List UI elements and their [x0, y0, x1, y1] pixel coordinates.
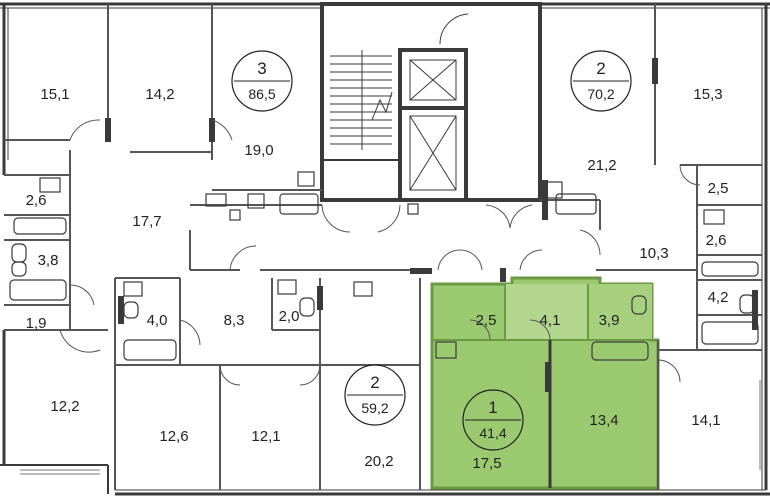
- highlighted-hall: [505, 284, 597, 340]
- toilet-icon: [229, 209, 241, 221]
- room-area: 13,4: [589, 412, 618, 429]
- door-swings: [59, 119, 701, 386]
- room-area: 4,1: [540, 312, 561, 329]
- fixtures: [9, 171, 759, 361]
- room-area: 1,9: [26, 315, 47, 332]
- bathtub-icon: [123, 339, 177, 361]
- toilet-icon: [299, 297, 315, 317]
- bathtub-icon: [701, 321, 759, 345]
- room-area: 17,7: [132, 213, 161, 230]
- unit-total-area: 86,5: [248, 86, 275, 102]
- thick-wall-segments: [105, 58, 758, 392]
- washer-icon: [247, 193, 265, 209]
- room-area: 15,3: [693, 86, 722, 103]
- bathtub-icon: [279, 193, 319, 215]
- unit-rooms-label: 2: [370, 373, 379, 392]
- room-area: 19,0: [244, 142, 273, 159]
- room-area: 2,6: [26, 192, 47, 209]
- toilet-icon: [11, 261, 27, 277]
- bathtub-icon: [591, 341, 649, 361]
- room-area: 3,9: [599, 312, 620, 329]
- bathtub-icon: [9, 279, 67, 301]
- unit-total-area: 59,2: [361, 400, 388, 416]
- room-area: 10,3: [639, 245, 668, 262]
- sink-icon: [277, 279, 297, 295]
- unit-badge-3[interactable]: 3 86,5: [231, 50, 293, 112]
- sink-icon: [297, 171, 315, 187]
- room-area: 4,0: [147, 312, 168, 329]
- bathtub-icon: [701, 261, 759, 277]
- room-area: 3,8: [38, 252, 59, 269]
- unit-total-area: 70,2: [587, 86, 614, 102]
- room-area: 14,1: [691, 412, 720, 429]
- sink-icon: [123, 281, 143, 297]
- elevator-icon: [409, 59, 457, 191]
- room-area: 12,6: [159, 428, 188, 445]
- washer-icon: [205, 193, 227, 207]
- room-area: 2,5: [708, 180, 729, 197]
- room-area: 17,5: [472, 455, 501, 472]
- room-area: 15,1: [40, 86, 69, 103]
- room-area: 2,0: [279, 308, 300, 325]
- sink-icon: [353, 281, 373, 297]
- room-area: 12,2: [50, 398, 79, 415]
- room-area: 21,2: [587, 157, 616, 174]
- toilet-icon: [631, 295, 647, 315]
- toilet-icon: [407, 203, 419, 215]
- room-area: 20,2: [364, 453, 393, 470]
- unit-total-area: 41,4: [479, 425, 506, 441]
- interior-walls: [4, 4, 762, 490]
- toilet-icon: [123, 301, 139, 319]
- room-area: 4,2: [708, 289, 729, 306]
- unit-badge-2-bottom[interactable]: 2 59,2: [344, 364, 406, 426]
- unit-badges: 3 86,5 2 70,2 2 59,2 1 41,4: [231, 50, 632, 451]
- unit-badge-1[interactable]: 1 41,4: [462, 389, 524, 451]
- room-area: 2,5: [476, 312, 497, 329]
- room-area: 2,6: [706, 232, 727, 249]
- door-swing: [439, 13, 469, 45]
- stair-core: [320, 2, 542, 202]
- sink-icon: [703, 209, 725, 225]
- sink-icon: [435, 341, 457, 359]
- toilet-icon: [739, 294, 755, 314]
- toilet-icon: [11, 243, 27, 263]
- room-labels: 15,1 14,2 19,0 21,2 15,3 2,6 17,7 3,8 1,…: [26, 86, 729, 472]
- room-area: 12,1: [251, 428, 280, 445]
- stairs-icon: [330, 50, 393, 150]
- windows: [20, 380, 761, 475]
- unit-rooms-label: 1: [488, 398, 497, 417]
- highlighted-bath: [588, 284, 652, 340]
- sink-icon: [545, 181, 563, 199]
- bathtub-icon: [13, 217, 67, 235]
- bathtub-icon: [555, 193, 597, 215]
- unit-rooms-label: 3: [257, 59, 266, 78]
- unit-rooms-label: 2: [596, 59, 605, 78]
- sink-icon: [39, 177, 61, 193]
- room-area: 14,2: [145, 86, 174, 103]
- unit-badge-2-top[interactable]: 2 70,2: [570, 50, 632, 112]
- room-area: 8,3: [224, 312, 245, 329]
